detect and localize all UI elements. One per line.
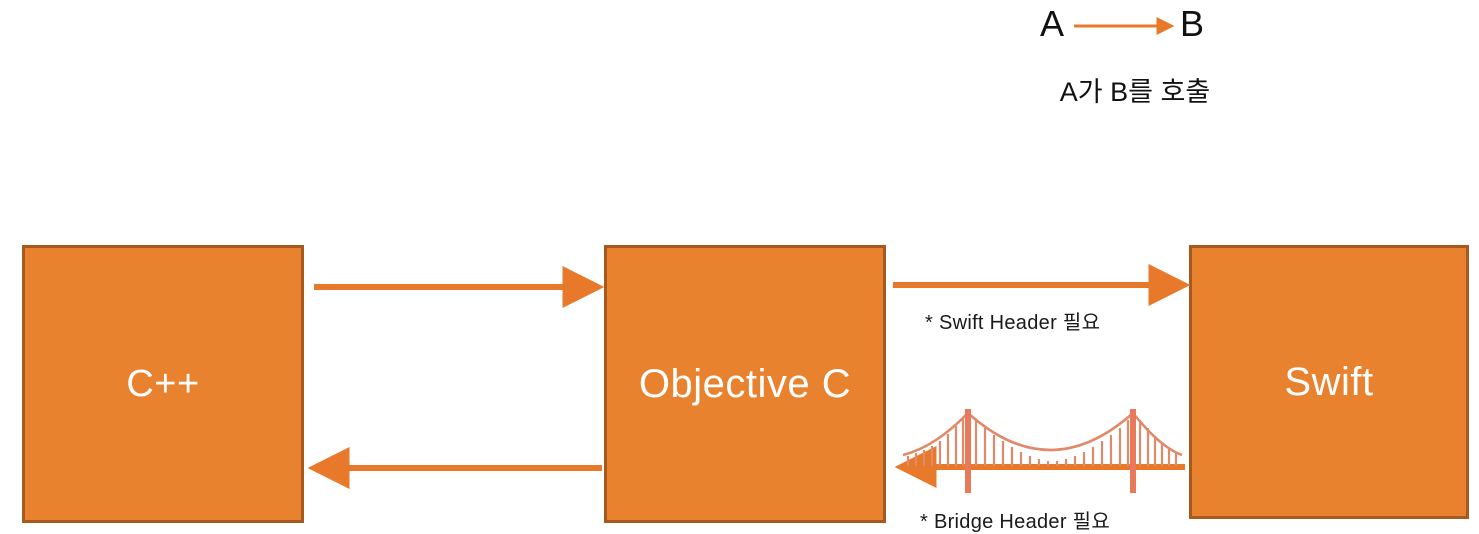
legend-caption: A가 B를 호출: [1059, 77, 1211, 107]
arrow-right-icon: [1074, 17, 1175, 35]
legend: A B A가 B를 호출: [1020, 0, 1280, 120]
node-label-cpp: C++: [126, 362, 200, 405]
suspension-bridge-icon: [902, 409, 1183, 493]
annotation-swift-header: * Swift Header 필요: [925, 312, 1101, 334]
annotation-bridge-header: * Bridge Header 필요: [920, 511, 1111, 533]
node-box-cpp[interactable]: C++: [22, 245, 304, 523]
legend-letter-a: A: [1040, 3, 1065, 44]
node-box-swift[interactable]: Swift: [1189, 245, 1469, 519]
node-box-objective-c[interactable]: Objective C: [604, 245, 886, 523]
node-label-objective-c: Objective C: [638, 361, 852, 406]
legend-letter-b: B: [1180, 3, 1205, 44]
node-label-swift: Swift: [1284, 359, 1374, 404]
